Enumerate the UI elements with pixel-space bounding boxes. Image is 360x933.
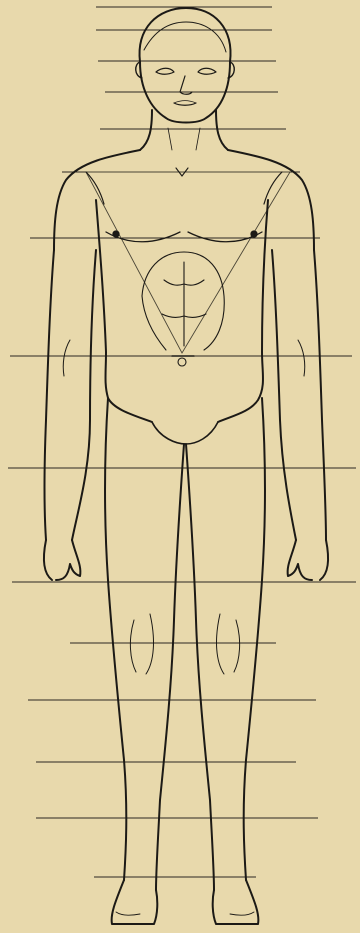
left-nipple [113, 231, 119, 237]
right-nipple [251, 231, 257, 237]
